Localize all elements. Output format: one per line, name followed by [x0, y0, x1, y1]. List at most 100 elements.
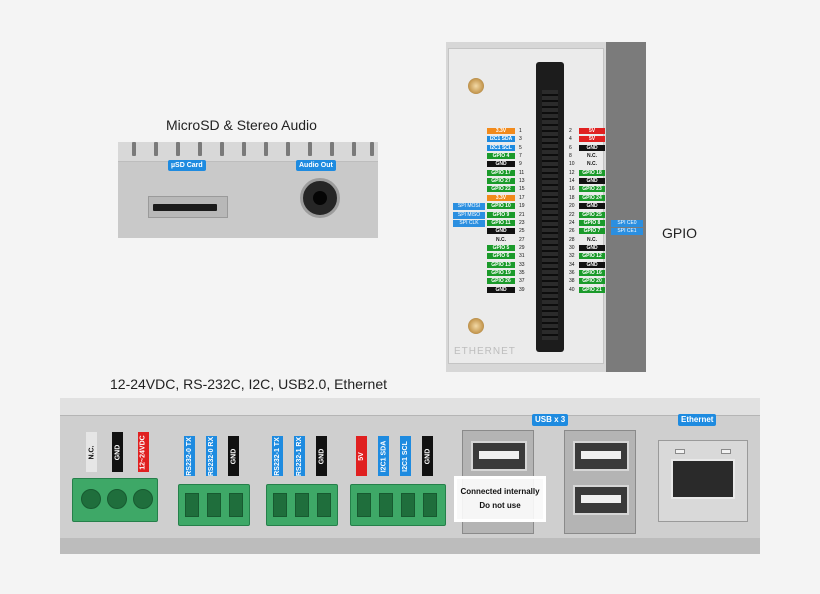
gpio-pin-number: 33 — [519, 261, 525, 268]
terminal-pin-label: N.C. — [86, 432, 97, 472]
gpio-pin-number: 3 — [519, 136, 522, 143]
ethernet-engraving: ETHERNET — [454, 346, 516, 357]
gpio-pin-label: 5V — [579, 128, 605, 134]
screw-icon — [468, 318, 484, 334]
gpio-pin-label: GND — [487, 228, 515, 235]
gpio-pin-number: 38 — [569, 278, 575, 285]
gpio-pin-label: N.C. — [587, 161, 597, 168]
gpio-pin-label: GPIO 26 — [487, 278, 515, 285]
usb-note-line1: Connected internally — [460, 487, 540, 496]
spi-label: SPI CE0 — [611, 219, 643, 227]
gpio-pin-number: 13 — [519, 178, 525, 185]
vent-slot — [352, 142, 356, 156]
gpio-pin-number: 10 — [569, 161, 575, 168]
gpio-pin-number: 32 — [569, 253, 575, 260]
terminal-pin-label: GND — [112, 432, 123, 472]
gpio-pin-label: N.C. — [587, 236, 597, 243]
gpio-pin-label: GPIO 25 — [579, 211, 605, 218]
gpio-pin-number: 19 — [519, 203, 525, 210]
vent-slot — [132, 142, 136, 156]
terminal-pin-label: RS232-0 RX — [206, 436, 217, 476]
gpio-pin-number: 8 — [569, 153, 572, 160]
spi-label: SPI MISO — [453, 211, 485, 219]
gpio-pin-number: 30 — [569, 244, 575, 251]
gpio-pin-number: 4 — [569, 136, 572, 143]
terminal-pin-label: GND — [422, 436, 433, 476]
ethernet-led — [721, 449, 731, 454]
gpio-pin-number: 24 — [569, 219, 575, 226]
gpio-pin-number: 35 — [519, 269, 525, 276]
gpio-pin-label: GPIO 18 — [579, 169, 605, 176]
microsd-slot — [148, 196, 228, 218]
gpio-pin-label: GPIO 20 — [579, 278, 605, 285]
gpio-pin-number: 7 — [519, 153, 522, 160]
gpio-pin-label: GND — [579, 144, 605, 151]
terminal-slot — [229, 493, 243, 517]
terminal-pin-label: RS232-0 TX — [184, 436, 195, 476]
gpio-pin-label: I2C1 SCL — [487, 144, 515, 151]
ethernet-port — [658, 440, 748, 522]
vent-slot — [198, 142, 202, 156]
gpio-pin-label: GPIO 22 — [487, 186, 515, 193]
terminal-slot — [317, 493, 331, 517]
vent-slot — [370, 142, 374, 156]
gpio-pin-number: 14 — [569, 178, 575, 185]
gpio-pin-label: GPIO 4 — [487, 153, 515, 160]
rs232-0-terminal — [178, 484, 250, 526]
microsd-audio-photo: µSD Card Audio Out — [118, 142, 378, 238]
gpio-pin-number: 2 — [569, 128, 572, 134]
usb-internal-note: Connected internally Do not use — [454, 476, 546, 522]
terminal-screw — [107, 489, 127, 509]
gpio-pin-label: I2C1 SDA — [487, 136, 515, 143]
vent-slot — [242, 142, 246, 156]
gpio-pin-label: GPIO 16 — [579, 269, 605, 276]
vent-slot — [286, 142, 290, 156]
vent-slot — [264, 142, 268, 156]
terminal-screw — [81, 489, 101, 509]
gpio-pin-label: GND — [579, 178, 605, 185]
terminal-slot — [273, 493, 287, 517]
gpio-pin-label: GPIO 9 — [487, 211, 515, 218]
gpio-pin-label: 3.3V — [487, 194, 515, 201]
vent-slot — [176, 142, 180, 156]
gpio-pin-number: 16 — [569, 186, 575, 193]
gpio-pin-label: GPIO 24 — [579, 194, 605, 201]
terminal-slot — [207, 493, 221, 517]
gpio-pin-label: GPIO 11 — [487, 219, 515, 226]
gpio-pin-label: GND — [579, 261, 605, 268]
terminal-screw — [133, 489, 153, 509]
gpio-pin-label: GPIO 23 — [579, 186, 605, 193]
gpio-pin-number: 25 — [519, 228, 525, 235]
rs232-1-terminal — [266, 484, 338, 526]
gpio-pin-label: GPIO 5 — [487, 244, 515, 251]
i2c-terminal — [350, 484, 446, 526]
gpio-pin-label: GPIO 19 — [487, 269, 515, 276]
usb-port — [573, 485, 629, 515]
terminal-slot — [423, 493, 437, 517]
gpio-pin-label: GPIO 21 — [579, 286, 605, 293]
gpio-pin-number: 31 — [519, 253, 525, 260]
gpio-pin-row — [542, 90, 558, 340]
terminal-pin-label: RS232-1 TX — [272, 436, 283, 476]
usb-port — [573, 441, 629, 471]
gpio-pin-label: GPIO 12 — [579, 253, 605, 260]
gpio-pin-number: 18 — [569, 194, 575, 201]
gpio-pin-number: 21 — [519, 211, 525, 218]
microsd-caption: MicroSD & Stereo Audio — [166, 117, 317, 133]
gpio-pin-number: 26 — [569, 228, 575, 235]
terminal-pin-label: GND — [228, 436, 239, 476]
gpio-pin-number: 11 — [519, 169, 525, 176]
gpio-pin-number: 9 — [519, 161, 522, 168]
usb-note-line2: Do not use — [479, 501, 521, 510]
terminal-pin-label: I2C1 SDA — [378, 436, 389, 476]
gpio-pin-label: 3.3V — [487, 128, 515, 134]
io-photo: USB x 3 Ethernet Connected internally Do… — [60, 398, 760, 554]
panel-edge — [606, 42, 646, 372]
audio-jack — [300, 178, 340, 218]
usb-tag: USB x 3 — [532, 414, 569, 426]
ethernet-tag: Ethernet — [678, 414, 717, 426]
vent-slot — [220, 142, 224, 156]
vent-slot — [308, 142, 312, 156]
gpio-pin-label: GPIO 6 — [487, 253, 515, 260]
gpio-pin-label: N.C. — [496, 236, 506, 243]
